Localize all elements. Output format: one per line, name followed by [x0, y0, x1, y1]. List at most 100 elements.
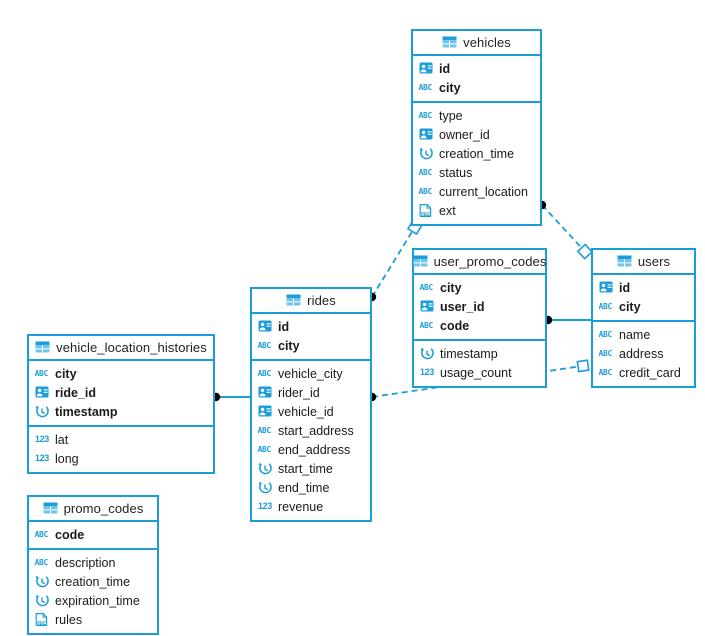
field-name: creation_time — [55, 574, 131, 589]
field-name: start_address — [278, 423, 354, 438]
field-row[interactable]: user_id — [414, 297, 545, 316]
table-header[interactable]: vehicle_location_histories — [29, 336, 213, 361]
field-row[interactable]: id — [413, 59, 540, 78]
field-row[interactable]: vehicle_id — [252, 402, 370, 421]
field-name: vehicle_city — [278, 366, 343, 381]
abc-icon: ABC — [257, 341, 272, 350]
field-row[interactable]: creation_time — [413, 144, 540, 163]
clock-icon — [35, 594, 50, 607]
id-card-icon — [258, 405, 273, 418]
edge-open-square-marker — [576, 243, 594, 260]
table-header[interactable]: user_promo_codes — [413, 250, 547, 275]
field-name: creation_time — [439, 146, 515, 161]
table-title: vehicle_location_histories — [56, 340, 207, 355]
id-card-icon — [258, 386, 273, 399]
field-name: start_time — [278, 461, 333, 476]
abc-icon: ABC — [419, 321, 434, 330]
field-name: code — [440, 318, 470, 333]
table-header[interactable]: rides — [252, 289, 370, 314]
id-card-icon — [419, 62, 434, 75]
field-row[interactable]: rider_id — [252, 383, 370, 402]
table-title: user_promo_codes — [433, 254, 547, 269]
field-row[interactable]: start_time — [252, 459, 370, 478]
id-card-icon — [419, 128, 434, 141]
clock-icon — [420, 347, 435, 360]
table-icon — [43, 502, 58, 515]
clock-icon — [35, 405, 50, 418]
field-name: city — [440, 280, 462, 295]
field-name: end_time — [278, 480, 330, 495]
table-header[interactable]: promo_codes — [29, 497, 157, 522]
id-card-icon — [599, 281, 614, 294]
id-card-icon — [35, 386, 50, 399]
field-row[interactable]: creation_time — [29, 572, 157, 591]
field-name: city — [278, 338, 300, 353]
num-icon: 123 — [35, 434, 49, 444]
field-row[interactable]: ABC code — [414, 316, 545, 335]
field-name: lat — [55, 432, 69, 447]
table-title: promo_codes — [63, 501, 144, 516]
field-row[interactable]: ABC city — [252, 336, 370, 355]
field-name: current_location — [439, 184, 528, 199]
field-row[interactable]: owner_id — [413, 125, 540, 144]
table-header[interactable]: vehicles — [413, 31, 540, 56]
table-icon — [286, 294, 301, 307]
relationship-user-promo-codes-to-users[interactable] — [543, 315, 591, 325]
abc-icon: ABC — [419, 283, 434, 292]
field-row[interactable]: ABC start_address — [252, 421, 370, 440]
field-row[interactable]: id — [252, 317, 370, 336]
abc-icon: ABC — [418, 168, 433, 177]
field-row[interactable]: id — [593, 278, 694, 297]
table-header[interactable]: users — [593, 250, 694, 275]
num-icon: 123 — [35, 453, 49, 463]
field-row[interactable]: timestamp — [29, 402, 213, 421]
field-name: revenue — [278, 499, 324, 514]
field-row[interactable]: expiration_time — [29, 591, 157, 610]
field-row[interactable]: ride_id — [29, 383, 213, 402]
field-row[interactable]: ABC city — [414, 278, 545, 297]
svg-text:JSON: JSON — [419, 213, 430, 217]
relationship-vehicle-location-histories-to-rides[interactable] — [211, 392, 250, 402]
clock-icon — [258, 481, 273, 494]
field-name: id — [619, 280, 631, 295]
abc-icon: ABC — [257, 426, 272, 435]
field-name: timestamp — [440, 346, 498, 361]
field-row[interactable]: end_time — [252, 478, 370, 497]
abc-icon: ABC — [418, 111, 433, 120]
field-row[interactable]: timestamp — [414, 344, 545, 363]
json-icon: JSON — [35, 613, 50, 626]
field-row[interactable]: 123 lat — [29, 430, 213, 449]
abc-icon: ABC — [257, 445, 272, 454]
